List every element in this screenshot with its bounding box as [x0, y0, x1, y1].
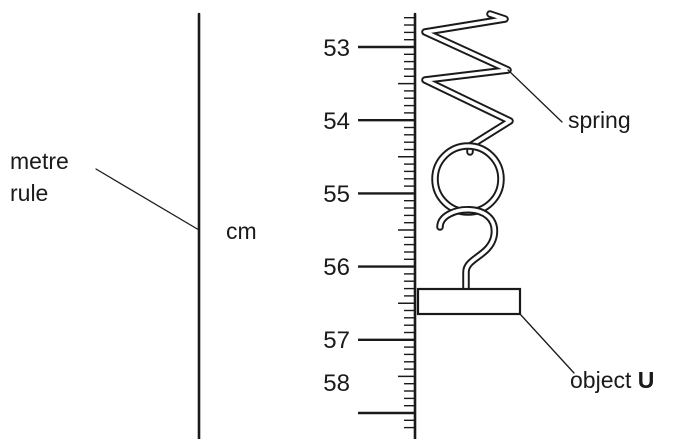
object-u-block: [416, 287, 522, 316]
object-u-label: object U: [570, 367, 654, 393]
object-hook: [436, 206, 498, 293]
tick-label-53: 53: [323, 35, 350, 62]
metre-rule-label-line2: rule: [10, 180, 48, 206]
spring-ring: [431, 142, 505, 216]
tick-label-55: 55: [323, 181, 350, 208]
spring-callout-line: [507, 69, 563, 123]
unit-label: cm: [226, 218, 257, 244]
metre-rule-label-line1: metre: [10, 148, 69, 174]
rule-tick-labels: 53 54 55 56 57 58: [323, 35, 350, 397]
spring-label: spring: [568, 107, 631, 133]
object-callout-line: [519, 313, 575, 374]
tick-label-54: 54: [323, 108, 350, 135]
rule-ticks: [358, 17, 415, 429]
tick-label-57: 57: [323, 327, 350, 354]
metre-rule-callout-line: [95, 168, 200, 231]
tick-label-56: 56: [323, 254, 350, 281]
tick-label-58: 58: [323, 370, 350, 397]
spring: [421, 10, 514, 156]
object-label-prefix: object: [570, 367, 638, 393]
object-label-letter: U: [638, 367, 655, 393]
